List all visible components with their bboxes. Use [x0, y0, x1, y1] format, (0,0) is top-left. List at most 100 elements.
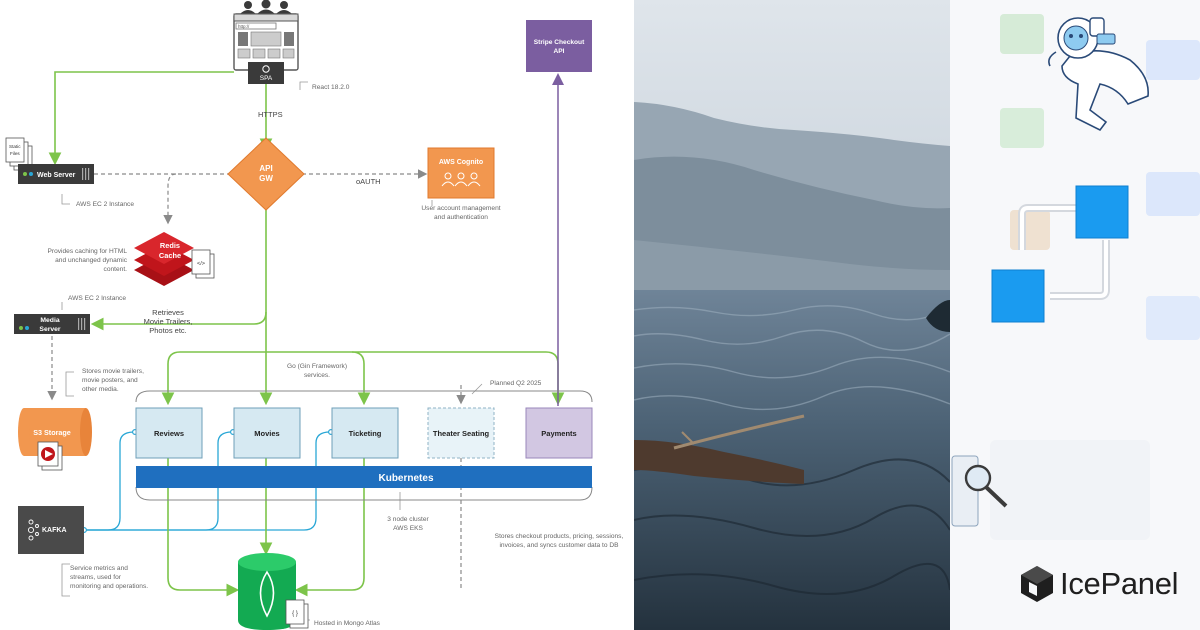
- theater-seating-service[interactable]: Theater Seating: [427, 407, 495, 459]
- kafka-to-ticketing-line: [84, 431, 331, 531]
- movies-service-label: Movies: [254, 429, 279, 438]
- reviews-service-label: Reviews: [154, 429, 184, 438]
- redis-note-line2: and unchanged dynamic: [55, 257, 128, 264]
- movies-service[interactable]: Movies: [233, 407, 301, 459]
- gear-icon: [262, 65, 270, 73]
- s3-note-line2: movie posters, and: [82, 377, 138, 384]
- spa-url-text: http://: [238, 24, 250, 29]
- astronaut-mascot-icon: [1048, 17, 1149, 132]
- brand-canvas: [951, 14, 1200, 602]
- retrieves-line2: Movie Trailers,: [144, 317, 193, 326]
- code-file-text: </>: [197, 261, 205, 267]
- ticketing-service[interactable]: Ticketing: [331, 407, 399, 459]
- https-label: HTTPS: [258, 110, 283, 119]
- mongo-leaf-icon: [259, 570, 275, 618]
- redis-cache-node[interactable]: Redis Cache </>: [134, 232, 215, 286]
- ticketing-service-label: Ticketing: [349, 429, 382, 438]
- retrieves-line3: Photos etc.: [149, 326, 187, 335]
- oauth-label: oAUTH: [356, 177, 381, 186]
- gateway-to-redis-line: [163, 173, 177, 225]
- redis-label-line1: Redis: [160, 241, 180, 250]
- payments-note-line2: invoices, and syncs customer data to DB: [499, 542, 619, 549]
- s3-note-line3: other media.: [82, 386, 119, 393]
- static-files-text-2: Files: [10, 151, 20, 156]
- aws-cognito-label: AWS Cognito: [439, 159, 483, 166]
- lake-photo-canvas: [634, 0, 950, 630]
- planned-note: Planned Q2 2025: [490, 380, 542, 387]
- diagram-canvas: http:// SPA React 18.2.0 HTTPS API GW oA…: [5, 0, 624, 630]
- icepanel-brand-panel: IcePanel: [950, 0, 1200, 630]
- gateway-to-reviews-line: [161, 351, 181, 406]
- reviews-service[interactable]: Reviews: [135, 407, 203, 459]
- retrieves-line1: Retrieves: [152, 308, 184, 317]
- json-file-icon: { }: [285, 599, 309, 629]
- s3-storage-node[interactable]: S3 Storage: [18, 408, 92, 471]
- json-file-text: { }: [292, 611, 298, 617]
- spa-version-note: React 18.2.0: [312, 84, 350, 91]
- driftwood: [634, 440, 804, 484]
- cluster-note-line2: AWS EKS: [393, 525, 423, 532]
- ticketing-to-db-line: [294, 458, 365, 597]
- web-server-label: Web Server: [37, 172, 76, 179]
- web-server-note: AWS EC 2 Instance: [76, 201, 134, 208]
- go-framework-note-line2: services.: [304, 372, 330, 379]
- reviews-to-db-line: [167, 458, 240, 597]
- video-file-icon: [37, 441, 63, 471]
- go-framework-note-line1: Go (Gin Framework): [287, 363, 347, 370]
- s3-note-bracket: [65, 371, 74, 397]
- payments-note-line1: Stores checkout products, pricing, sessi…: [495, 533, 624, 540]
- brand-name: IcePanel: [1060, 566, 1179, 601]
- spa-node[interactable]: http:// SPA: [233, 0, 299, 84]
- mongodb-node[interactable]: { }: [238, 553, 309, 630]
- web-server-node[interactable]: Static Files Web Server: [5, 137, 94, 184]
- theater-seating-service-label: Theater Seating: [433, 429, 490, 438]
- redis-note-line3: content.: [104, 266, 128, 273]
- mongo-note: Hosted in Mongo Atlas: [314, 620, 381, 627]
- media-server-node[interactable]: Media Server: [14, 314, 90, 334]
- cluster-note-line1: 3 node cluster: [387, 516, 429, 523]
- kafka-note-line1: Service metrics and: [70, 565, 128, 572]
- api-gateway-line1: API: [259, 164, 272, 173]
- kafka-note-line2: streams, used for: [70, 574, 122, 581]
- api-gateway-node[interactable]: API GW: [227, 137, 305, 211]
- kafka-label: KAFKA: [42, 527, 67, 534]
- magnifier-icon: [951, 455, 1008, 527]
- webserver-note-bracket: [61, 194, 70, 205]
- stripe-checkout-node[interactable]: Stripe Checkout API: [526, 20, 592, 72]
- media-server-note: AWS EC 2 Instance: [68, 295, 126, 302]
- payments-service-label: Payments: [541, 429, 576, 438]
- api-gateway-line2: GW: [259, 174, 273, 183]
- redis-label-line2: Cache: [159, 251, 181, 260]
- kafka-node[interactable]: KAFKA: [18, 506, 84, 554]
- stripe-label-line1: Stripe Checkout: [534, 39, 585, 46]
- planned-note-bracket: [471, 383, 483, 395]
- cognito-note-line2: and authentication: [434, 214, 488, 221]
- services-group-bottom-bracket: [135, 486, 593, 501]
- services-group-top-bracket: [135, 390, 593, 403]
- s3-storage-label: S3 Storage: [33, 428, 71, 437]
- spa-label: SPA: [260, 75, 273, 82]
- static-files-text-1: Static: [9, 144, 21, 149]
- lake-photo: [634, 0, 950, 630]
- users-icon: [240, 0, 292, 14]
- s3-note-line1: Stores movie trailers,: [82, 368, 144, 375]
- code-file-icon: </>: [191, 249, 215, 279]
- media-server-line2: Server: [39, 326, 61, 333]
- kafka-icon: [27, 519, 39, 541]
- cognito-note-line1: User account management: [421, 205, 500, 212]
- kafka-to-reviews-line: [84, 431, 135, 531]
- gateway-to-payments-line: [180, 351, 565, 406]
- kafka-note-bracket: [61, 563, 70, 597]
- aws-cognito-node[interactable]: AWS Cognito: [427, 147, 495, 199]
- kubernetes-label: Kubernetes: [378, 473, 433, 484]
- kubernetes-bar[interactable]: Kubernetes: [136, 466, 592, 488]
- gateway-to-ticketing-line: [351, 351, 371, 406]
- redis-note-line1: Provides caching for HTML: [47, 248, 127, 255]
- payments-service[interactable]: Payments: [525, 407, 593, 459]
- icepanel-logo-icon: [1021, 566, 1053, 602]
- stripe-label-line2: API: [554, 48, 565, 55]
- spa-to-webserver-line: [48, 71, 234, 166]
- user-group-icon: [441, 172, 481, 187]
- spa-note-bracket: [299, 81, 308, 90]
- kafka-note-line3: monitoring and operations.: [70, 583, 148, 590]
